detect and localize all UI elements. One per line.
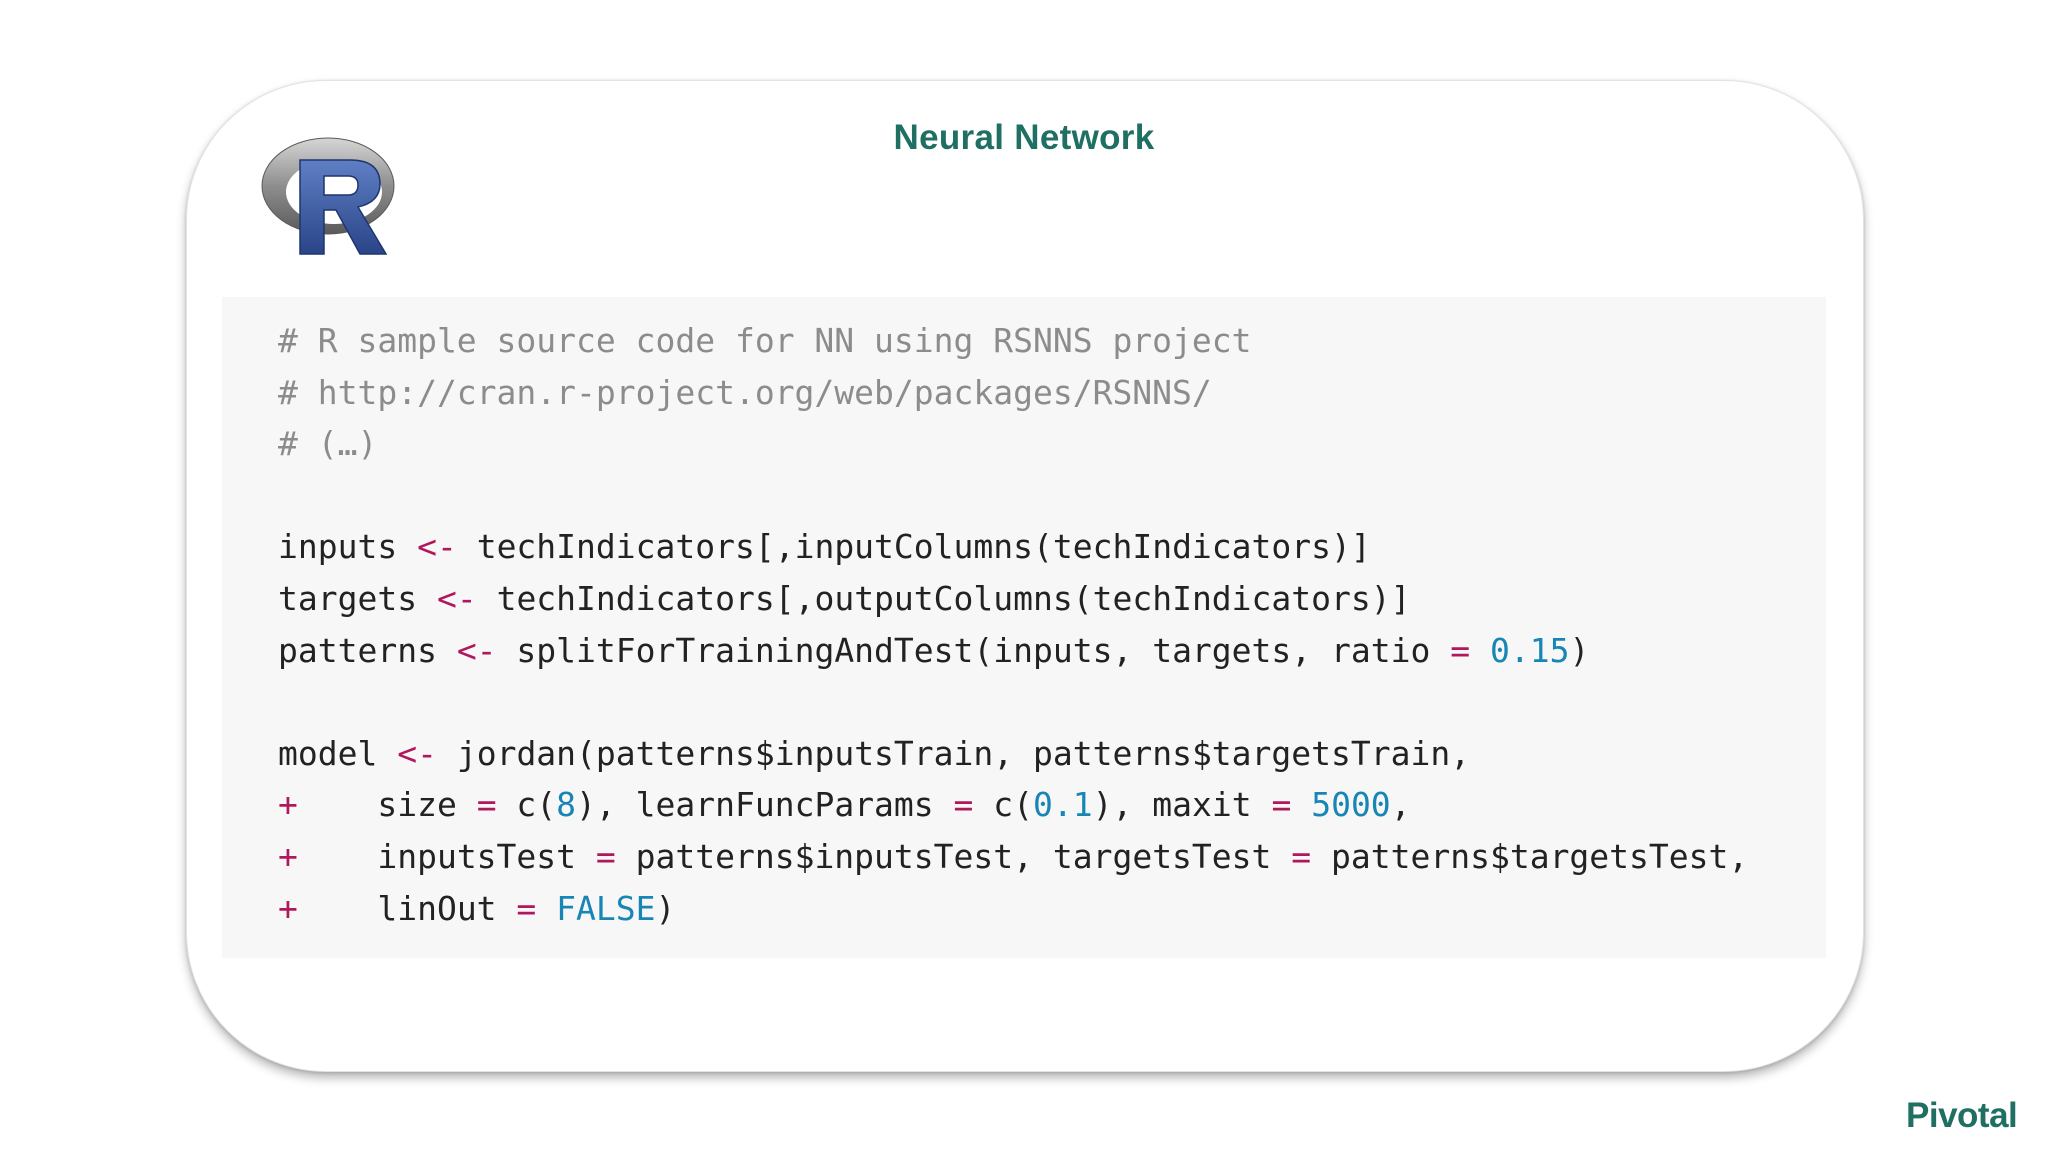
code-block: # R sample source code for NN using RSNN… (222, 297, 1826, 958)
code-token-num: 0.1 (1033, 785, 1093, 825)
code-token-plain: jordan(patterns$inputsTrain, patterns$ta… (436, 733, 1471, 773)
code-token-plain (536, 889, 556, 928)
code-line: + linOut = FALSE) (278, 883, 1748, 935)
code-token-plain: c( (496, 785, 557, 825)
code-token-op: = (1450, 630, 1471, 670)
code-token-plain: linOut (297, 888, 517, 928)
code-token-plain: targets (278, 578, 437, 618)
code-token-plain: techIndicators[,inputColumns(techIndicat… (456, 527, 1371, 567)
code-token-plain: techIndicators[,outputColumns(techIndica… (476, 578, 1411, 618)
code-token-op: <- (397, 733, 437, 773)
code-token-plain: size (297, 785, 477, 825)
pivotal-logo: Pivotal (1906, 1096, 2018, 1135)
code-token-num: 8 (556, 785, 577, 825)
r-logo-icon (258, 126, 404, 260)
code-token-plain: , (1390, 785, 1411, 825)
code-token-plain: patterns$inputsTest, targetsTest (615, 836, 1292, 876)
code-token-plain: ) (655, 888, 676, 928)
code-token-comment: # http://cran.r-project.org/web/packages… (278, 372, 1212, 412)
code-token-plain: patterns (278, 630, 457, 670)
code-line: # R sample source code for NN using RSNN… (278, 315, 1748, 367)
r-logo-graphic (261, 137, 395, 255)
code-token-plain: ), maxit (1092, 785, 1272, 825)
code-line: model <- jordan(patterns$inputsTrain, pa… (278, 728, 1748, 780)
code-token-num: 5000 (1311, 785, 1391, 825)
code-token-plain: inputsTest (297, 836, 596, 876)
code-line: # http://cran.r-project.org/web/packages… (278, 367, 1748, 419)
code-token-op: <- (417, 527, 457, 567)
code-token-op: <- (456, 630, 497, 670)
code-token-plain: model (278, 733, 398, 773)
code-token-op: = (595, 836, 616, 876)
code-line: patterns <- splitForTrainingAndTest(inpu… (278, 625, 1748, 677)
code-token-plain: c( (973, 785, 1034, 825)
code-token-op: + (278, 785, 298, 825)
code-listing: # R sample source code for NN using RSNN… (278, 315, 1748, 934)
code-token-plain: inputs (278, 527, 418, 567)
code-token-num: FALSE (556, 888, 656, 928)
code-token-op: <- (436, 578, 477, 618)
code-token-plain: ) (1569, 630, 1590, 670)
code-line: targets <- techIndicators[,outputColumns… (278, 573, 1748, 625)
code-token-comment: # (…) (278, 424, 378, 464)
code-token-op: = (1271, 785, 1292, 825)
code-token-op: = (516, 888, 537, 928)
code-line (278, 470, 1748, 522)
code-line: + size = c(8), learnFuncParams = c(0.1),… (278, 779, 1748, 831)
code-token-comment: # R sample source code for NN using RSNN… (278, 321, 1252, 360)
code-token-op: = (953, 785, 974, 825)
code-line: + inputsTest = patterns$inputsTest, targ… (278, 831, 1748, 883)
code-token-plain: patterns$targetsTest, (1311, 836, 1749, 876)
slide-title: Neural Network (893, 118, 1155, 157)
code-token-plain: splitForTrainingAndTest(inputs, targets,… (496, 630, 1451, 670)
code-line: inputs <- techIndicators[,inputColumns(t… (278, 521, 1748, 573)
code-token-op: = (1291, 836, 1312, 876)
code-token-op: = (476, 785, 497, 825)
code-line: # (…) (278, 418, 1748, 470)
code-token-plain (1470, 631, 1490, 670)
code-token-plain: ), learnFuncParams (576, 785, 954, 825)
code-token-plain (1291, 785, 1311, 824)
code-token-op: + (278, 888, 298, 928)
code-line (278, 676, 1748, 728)
code-token-num: 0.15 (1489, 630, 1570, 670)
code-token-op: + (278, 836, 298, 876)
